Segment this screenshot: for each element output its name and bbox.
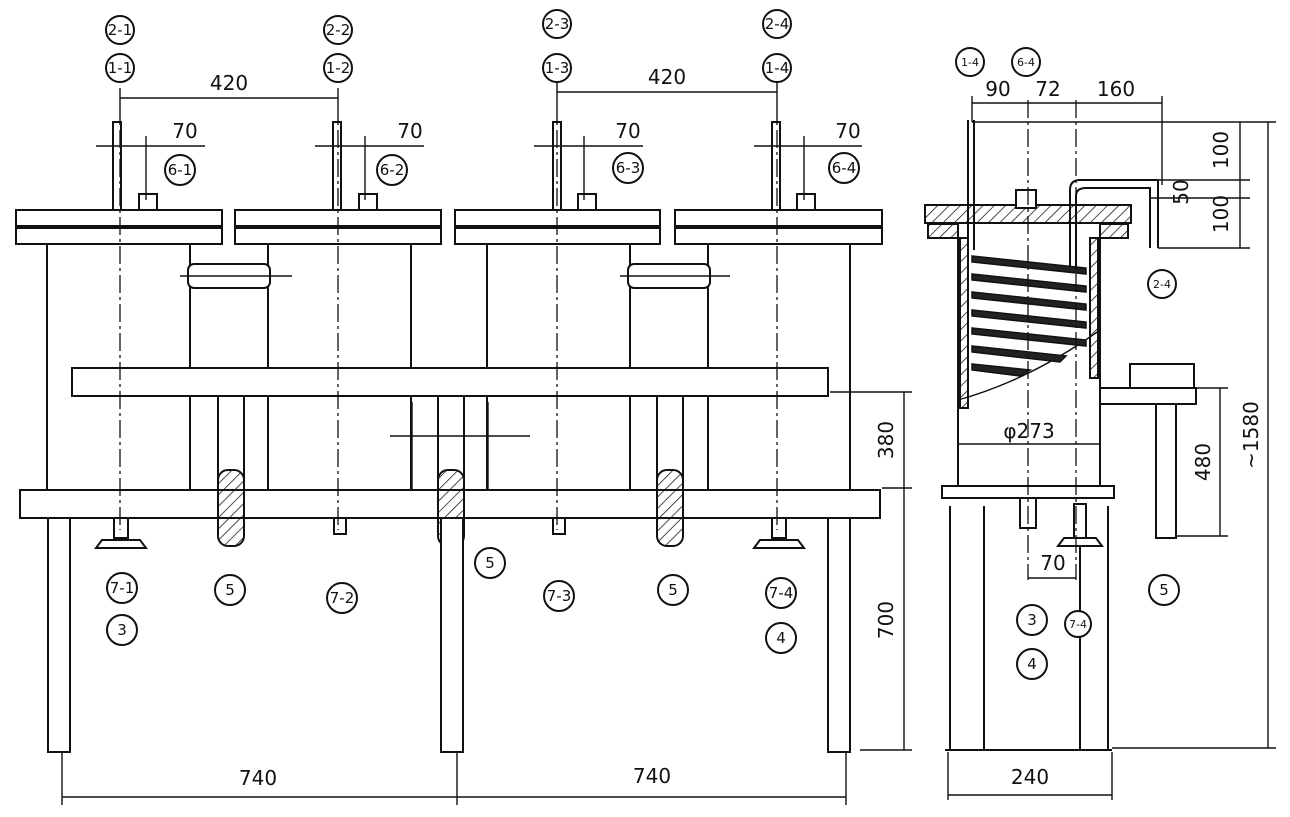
dim-740-right: 740 bbox=[633, 764, 671, 788]
front-view: 420 420 70 70 70 70 bbox=[15, 9, 912, 805]
dim-100-b: 100 bbox=[1209, 195, 1233, 233]
side-callouts: 1-4 6-4 2-4 5 3 4 7-4 bbox=[955, 47, 1180, 680]
dim-50: 50 bbox=[1169, 179, 1193, 204]
callout-6-1: 6-1 bbox=[168, 161, 193, 179]
dim-70-side: 70 bbox=[1040, 551, 1065, 575]
side-callout-5: 5 bbox=[1159, 581, 1169, 599]
side-view: 90 72 160 100 50 100 ~1580 480 bbox=[924, 47, 1276, 800]
callouts-bottom: 7-1 3 5 7-2 5 7-3 5 7-4 4 bbox=[106, 547, 797, 654]
dim-70-group: 70 70 70 70 bbox=[96, 119, 862, 200]
callout-7-1: 7-1 bbox=[110, 579, 135, 597]
dim-480: 480 bbox=[1176, 387, 1228, 537]
callout-2-1: 2-1 bbox=[108, 21, 133, 39]
dim-160: 160 bbox=[1097, 77, 1135, 101]
dim-420-left: 420 bbox=[210, 71, 248, 95]
callouts-6: 6-1 6-2 6-3 6-4 bbox=[164, 152, 860, 186]
side-callout-6-4: 6-4 bbox=[1017, 56, 1035, 69]
centerlines bbox=[119, 130, 778, 530]
callout-6-4: 6-4 bbox=[832, 159, 857, 177]
callout-3: 3 bbox=[117, 621, 127, 639]
dim-70-4: 70 bbox=[835, 119, 860, 143]
callout-1-2: 1-2 bbox=[326, 59, 351, 77]
callouts-top: 2-1 1-1 2-2 1-2 2-3 1-3 2-4 1-4 bbox=[105, 9, 792, 83]
side-terminal-bar bbox=[967, 120, 975, 250]
callout-2-2: 2-2 bbox=[326, 21, 351, 39]
dim-70-2: 70 bbox=[397, 119, 422, 143]
post-supports bbox=[217, 395, 684, 547]
side-callout-1-4: 1-4 bbox=[961, 56, 979, 69]
side-callout-2-4: 2-4 bbox=[1153, 278, 1171, 291]
dim-70-3: 70 bbox=[615, 119, 640, 143]
dim-horizontal-front: 740 740 bbox=[61, 752, 847, 805]
dim-380: 380 bbox=[874, 421, 898, 459]
callout-5-a: 5 bbox=[225, 581, 235, 599]
callout-6-2: 6-2 bbox=[380, 161, 405, 179]
callout-6-3: 6-3 bbox=[616, 159, 641, 177]
callout-7-3: 7-3 bbox=[547, 587, 572, 605]
callout-7-4: 7-4 bbox=[769, 584, 794, 602]
callout-5-c: 5 bbox=[668, 581, 678, 599]
side-support-rod bbox=[1155, 403, 1177, 539]
callout-1-1: 1-1 bbox=[108, 59, 133, 77]
side-callout-4: 4 bbox=[1027, 655, 1037, 673]
top-flanges bbox=[15, 209, 883, 245]
callout-4: 4 bbox=[776, 629, 786, 647]
side-dims-top: 90 72 160 bbox=[971, 77, 1276, 185]
dim-100-a: 100 bbox=[1209, 131, 1233, 169]
dim-1580-label: ~1580 bbox=[1239, 401, 1263, 469]
dim-700: 700 bbox=[874, 601, 898, 639]
side-callout-3: 3 bbox=[1027, 611, 1037, 629]
callout-2-4: 2-4 bbox=[765, 15, 790, 33]
dim-vertical-front: 380 700 bbox=[830, 391, 912, 751]
middle-beam bbox=[71, 367, 829, 397]
callout-2-3: 2-3 bbox=[545, 15, 570, 33]
callout-1-4: 1-4 bbox=[765, 59, 790, 77]
dim-diameter: φ273 bbox=[1003, 419, 1054, 443]
callout-1-3: 1-3 bbox=[545, 59, 570, 77]
dim-740-left: 740 bbox=[239, 766, 277, 790]
callout-5-b: 5 bbox=[485, 554, 495, 572]
dim-70-1: 70 bbox=[172, 119, 197, 143]
side-tank bbox=[957, 237, 1101, 486]
side-dims-right: 100 50 100 bbox=[1150, 122, 1250, 249]
side-coil bbox=[971, 255, 1087, 377]
callout-7-2: 7-2 bbox=[330, 589, 355, 607]
dim-240: 240 bbox=[947, 752, 1113, 800]
bottom-fittings bbox=[94, 517, 806, 549]
dim-240-label: 240 bbox=[1011, 765, 1049, 789]
dim-420-right: 420 bbox=[648, 65, 686, 89]
frame-legs bbox=[47, 517, 851, 753]
dim-90: 90 bbox=[985, 77, 1010, 101]
dim-72: 72 bbox=[1035, 77, 1060, 101]
dim-1580: ~1580 bbox=[1112, 122, 1276, 749]
side-callout-7-4: 7-4 bbox=[1069, 618, 1087, 631]
dim-480-label: 480 bbox=[1191, 443, 1215, 481]
dim-420: 420 420 bbox=[119, 65, 778, 125]
terminal-rods bbox=[112, 121, 816, 211]
